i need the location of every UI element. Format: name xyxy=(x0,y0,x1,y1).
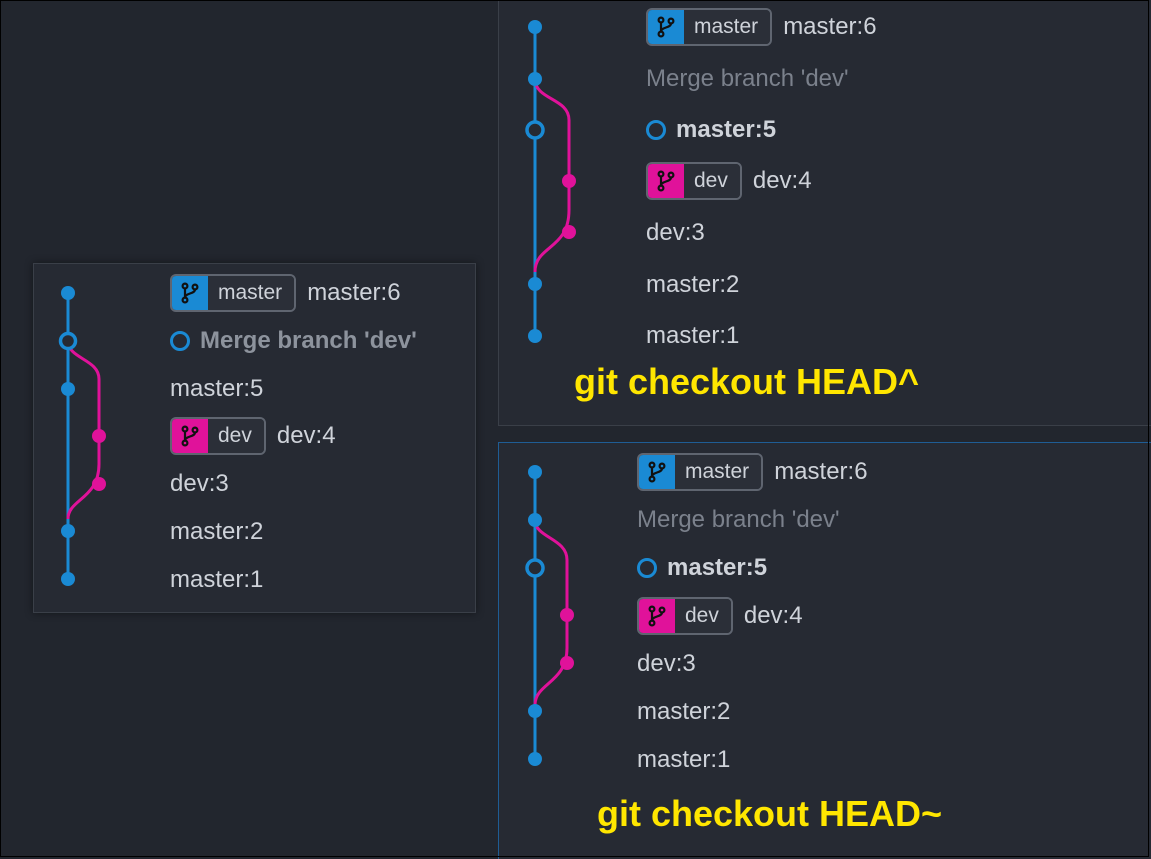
commit-dot-master-5 xyxy=(61,382,75,396)
commit-message: Merge branch 'dev' xyxy=(646,65,849,92)
branch-badge-label: master xyxy=(675,455,762,489)
commit-row[interactable]: dev dev:4 xyxy=(637,597,803,635)
commit-row[interactable]: master:2 xyxy=(646,269,739,301)
commit-dot-head xyxy=(58,331,78,351)
commit-message: master:2 xyxy=(170,518,264,545)
commit-dot-dev-4 xyxy=(92,429,106,443)
commit-message: Merge branch 'dev' xyxy=(200,327,417,354)
caption-git-command: git checkout HEAD^ xyxy=(574,361,920,402)
commit-dot-master-2 xyxy=(528,704,542,718)
commit-dot-head xyxy=(525,120,545,140)
commit-dot-master-1 xyxy=(61,572,75,586)
commit-message: master:5 xyxy=(676,116,777,143)
branch-badge-dev[interactable]: dev xyxy=(170,417,266,455)
commit-graph xyxy=(58,286,106,586)
caption-git-command: git checkout HEAD~ xyxy=(597,793,943,834)
commit-row[interactable]: master:1 xyxy=(637,744,730,776)
commit-row[interactable]: master:2 xyxy=(637,696,730,728)
branch-icon xyxy=(639,599,675,633)
commit-message: master:1 xyxy=(646,322,740,349)
commit-message: dev:3 xyxy=(646,219,705,246)
commit-message: dev:3 xyxy=(637,650,696,677)
commit-message: master:2 xyxy=(646,271,740,298)
commit-dot-dev-3 xyxy=(92,477,106,491)
commit-row[interactable]: master:2 xyxy=(170,516,263,548)
commit-row[interactable]: Merge branch 'dev' xyxy=(637,504,840,536)
commit-dot-master-1 xyxy=(528,752,542,766)
commit-dot-master-1 xyxy=(528,329,542,343)
commit-row-head[interactable]: master:5 xyxy=(646,114,776,146)
dev-branch-line xyxy=(533,78,571,273)
branch-badge-master[interactable]: master xyxy=(637,453,764,491)
dev-branch-line xyxy=(533,519,569,706)
commit-message: master:6 xyxy=(783,13,877,40)
commit-graph xyxy=(525,20,576,343)
branch-icon xyxy=(639,455,675,489)
commit-graph-panel-original: master master:6 Merge branch 'dev' maste… xyxy=(33,263,476,613)
commit-row[interactable]: dev:3 xyxy=(637,648,696,680)
commit-dot-merge xyxy=(528,72,542,86)
commit-message: master:5 xyxy=(667,554,768,581)
commit-dot-dev-3 xyxy=(562,225,576,239)
branch-badge-dev[interactable]: dev xyxy=(637,597,733,635)
head-indicator-icon xyxy=(637,558,657,578)
head-indicator-icon xyxy=(170,331,190,351)
commit-row[interactable]: dev:3 xyxy=(646,217,705,249)
commit-message: master:1 xyxy=(170,566,264,593)
commit-row[interactable]: master:5 xyxy=(170,373,263,405)
commit-row[interactable]: dev dev:4 xyxy=(170,417,336,455)
commit-message: dev:3 xyxy=(170,470,229,497)
branch-icon xyxy=(648,164,684,198)
branch-badge-label: dev xyxy=(684,164,740,198)
commit-dot-head xyxy=(525,558,545,578)
commit-row-head[interactable]: master:5 xyxy=(637,552,767,584)
commit-row[interactable]: dev:3 xyxy=(170,468,229,500)
commit-message: master:6 xyxy=(307,279,401,306)
commit-graph-panel-head-caret: master master:6 Merge branch 'dev' maste… xyxy=(498,0,1151,426)
branch-icon xyxy=(172,419,208,453)
commit-message: master:5 xyxy=(170,375,264,402)
commit-row[interactable]: master master:6 xyxy=(646,8,877,46)
commit-dot-master-2 xyxy=(528,277,542,291)
dev-branch-line xyxy=(66,340,101,520)
commit-dot-master-6 xyxy=(528,465,542,479)
branch-badge-master[interactable]: master xyxy=(646,8,773,46)
head-indicator-icon xyxy=(646,120,666,140)
commit-row[interactable]: master master:6 xyxy=(637,453,868,491)
commit-message: dev:4 xyxy=(276,422,336,449)
commit-message: master:1 xyxy=(637,746,731,773)
commit-message: dev:4 xyxy=(743,602,803,629)
branch-badge-label: dev xyxy=(675,599,731,633)
commit-dot-merge xyxy=(528,513,542,527)
commit-row-head[interactable]: Merge branch 'dev' xyxy=(170,325,417,357)
commit-dot-dev-4 xyxy=(560,608,574,622)
commit-dot-master-6 xyxy=(61,286,75,300)
branch-badge-label: master xyxy=(208,276,295,310)
commit-graph-panel-head-tilde: master master:6 Merge branch 'dev' maste… xyxy=(498,442,1151,859)
commit-graph xyxy=(525,465,574,766)
branch-badge-master[interactable]: master xyxy=(170,274,297,312)
commit-dot-master-2 xyxy=(61,524,75,538)
branch-icon xyxy=(648,10,684,44)
branch-badge-label: dev xyxy=(208,419,264,453)
commit-dot-dev-4 xyxy=(562,174,576,188)
commit-message: Merge branch 'dev' xyxy=(637,506,840,533)
branch-badge-label: master xyxy=(684,10,771,44)
commit-message: master:2 xyxy=(637,698,731,725)
commit-row[interactable]: master:1 xyxy=(170,564,263,596)
commit-dot-dev-3 xyxy=(560,656,574,670)
commit-dot-master-6 xyxy=(528,20,542,34)
commit-row[interactable]: Merge branch 'dev' xyxy=(646,63,849,95)
branch-badge-dev[interactable]: dev xyxy=(646,162,742,200)
branch-icon xyxy=(172,276,208,310)
commit-message: dev:4 xyxy=(752,167,812,194)
commit-row[interactable]: master:1 xyxy=(646,320,739,352)
commit-row[interactable]: dev dev:4 xyxy=(646,162,812,200)
commit-row[interactable]: master master:6 xyxy=(170,274,401,312)
commit-message: master:6 xyxy=(774,458,868,485)
